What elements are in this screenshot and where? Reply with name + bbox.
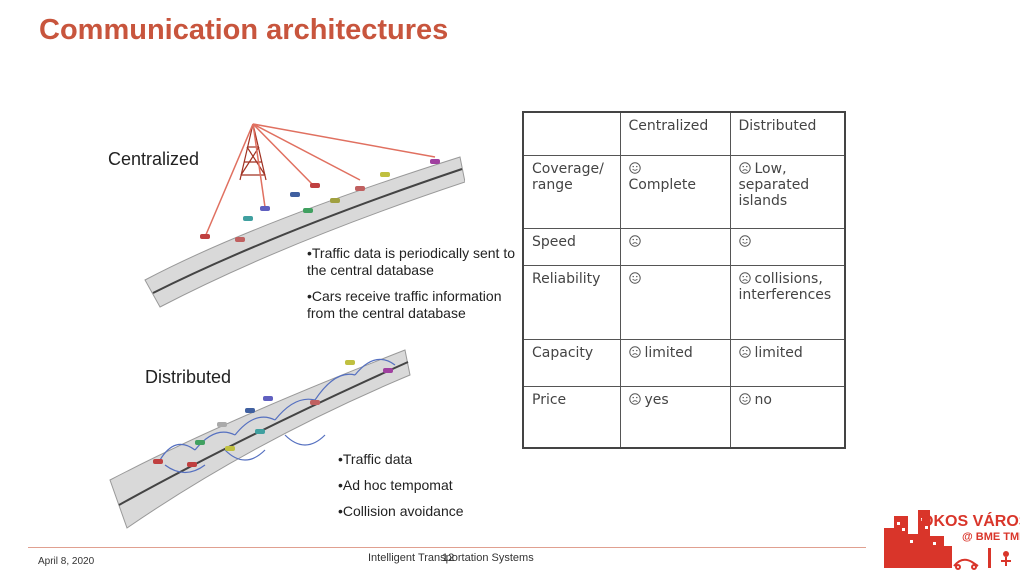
page-number: 12: [442, 552, 455, 564]
row-label: Price: [522, 385, 621, 449]
frowny-icon: [738, 345, 751, 358]
footer-date: April 8, 2020: [38, 556, 95, 567]
table-row: Price yes no: [522, 385, 846, 449]
frowny-icon: [738, 161, 751, 174]
centralized-illustration: [144, 123, 465, 308]
frowny-icon: [738, 271, 751, 284]
cell-text: limited: [754, 344, 803, 361]
row-label: Speed: [522, 227, 621, 266]
table-cell: Low, separated islands: [729, 154, 846, 229]
smiley-icon: [628, 271, 641, 284]
smiley-icon: [628, 161, 641, 174]
table-row: Coverage/ range Complete Low, separated …: [522, 154, 846, 229]
table-cell: no: [729, 385, 846, 449]
table-cell: limited: [619, 338, 731, 387]
footer-title: Intelligent Transportation Systems: [368, 552, 534, 564]
table-cell: collisions, interferences: [729, 264, 846, 340]
cell-text: collisions, interferences: [738, 270, 832, 303]
frowny-icon: [628, 345, 641, 358]
table-cell: [619, 264, 731, 340]
bullet-item: •Traffic data: [338, 451, 413, 467]
cell-text: no: [754, 391, 772, 408]
cell-text: limited: [644, 344, 693, 361]
distributed-illustration: [109, 349, 411, 529]
centralized-label: Centralized: [108, 149, 200, 169]
row-label: Reliability: [522, 264, 621, 340]
table-header-row: Centralized Distributed: [522, 111, 846, 156]
table-header-cell: Distributed: [729, 111, 846, 156]
row-label: Capacity: [522, 338, 621, 387]
smiley-icon: [738, 234, 751, 247]
table-header-cell: Centralized: [619, 111, 731, 156]
distributed-label: Distributed: [145, 367, 232, 387]
logo-line1: OKOS VÁROS: [921, 511, 1020, 530]
frowny-icon: [628, 234, 641, 247]
comparison-table: Centralized Distributed Coverage/ range …: [522, 111, 846, 449]
table-cell: Complete: [619, 154, 731, 229]
bullet-item: •Traffic data is periodically sent to th…: [307, 245, 515, 278]
table-cell: limited: [729, 338, 846, 387]
footer-divider: [28, 547, 866, 548]
cell-text: Complete: [628, 176, 696, 193]
bullet-item: •Cars receive traffic information from t…: [307, 288, 502, 321]
table-header-cell: [522, 111, 621, 156]
distributed-bullets: •Traffic data •Ad hoc tempomat •Collisio…: [338, 451, 518, 529]
logo-line2: @ BME TMIT: [962, 531, 1020, 543]
cell-text: yes: [644, 391, 669, 408]
table-row: Reliability collisions, interferences: [522, 264, 846, 340]
page-title: Communication architectures: [39, 14, 449, 46]
table-cell: [619, 227, 731, 266]
bullet-item: •Collision avoidance: [338, 503, 464, 519]
table-row: Capacity limited limited: [522, 338, 846, 387]
frowny-icon: [628, 392, 641, 405]
cell-text: Low, separated islands: [738, 160, 810, 209]
table-cell: yes: [619, 385, 731, 449]
centralized-bullets: •Traffic data is periodically sent to th…: [307, 245, 522, 331]
table-cell: [729, 227, 846, 266]
table-row: Speed: [522, 227, 846, 266]
bullet-item: •Ad hoc tempomat: [338, 477, 453, 493]
row-label: Coverage/ range: [522, 154, 621, 229]
smiley-icon: [738, 392, 751, 405]
okos-varos-logo: OKOS VÁROS @ BME TMIT: [884, 510, 1020, 570]
